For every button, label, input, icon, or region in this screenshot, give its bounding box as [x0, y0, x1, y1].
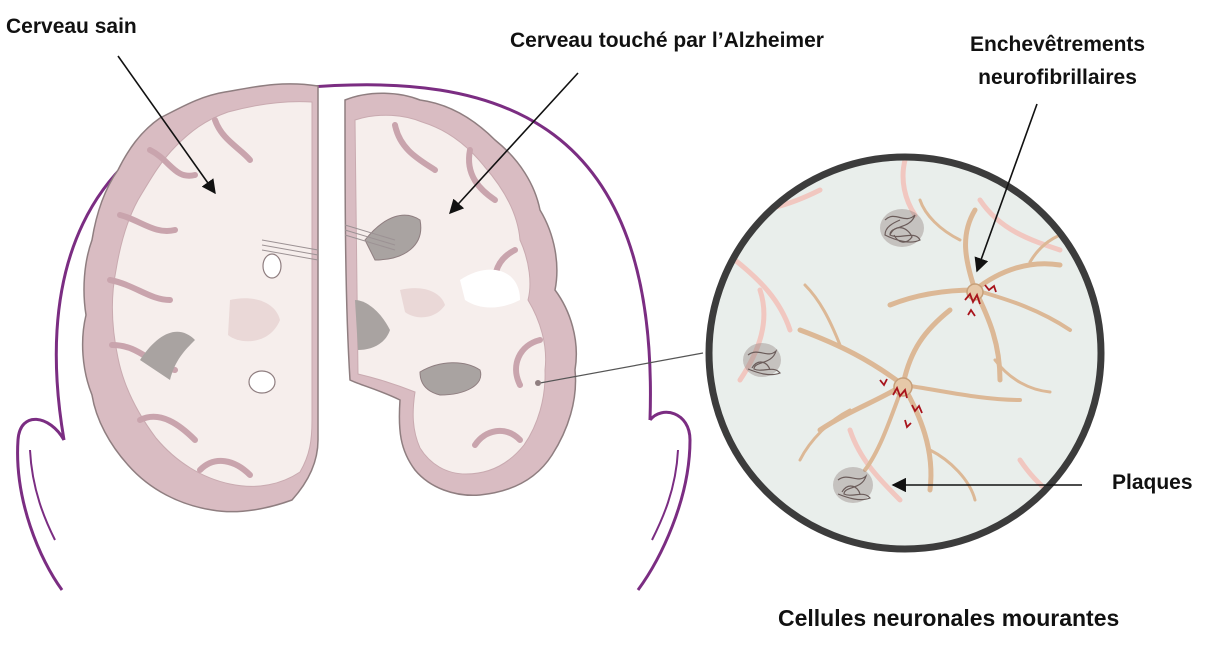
alzheimer-hemisphere — [345, 93, 576, 495]
healthy-hemisphere — [83, 84, 318, 512]
tangles-label-line2: neurofibrillaires — [970, 61, 1145, 94]
plaque-2 — [743, 343, 781, 377]
plaques-label: Plaques — [1112, 466, 1193, 499]
plaque-1 — [880, 209, 924, 247]
dying-neurons-label: Cellules neuronales mourantes — [778, 602, 1119, 635]
tangles-label-line1: Enchevêtrements — [970, 28, 1145, 61]
plaque-3 — [833, 467, 873, 503]
magnified-lens — [709, 157, 1101, 549]
alzheimer-brain-label: Cerveau touché par l’Alzheimer — [510, 24, 824, 57]
tangles-label: Enchevêtrements neurofibrillaires — [970, 28, 1145, 94]
healthy-brain-label: Cerveau sain — [6, 10, 137, 43]
